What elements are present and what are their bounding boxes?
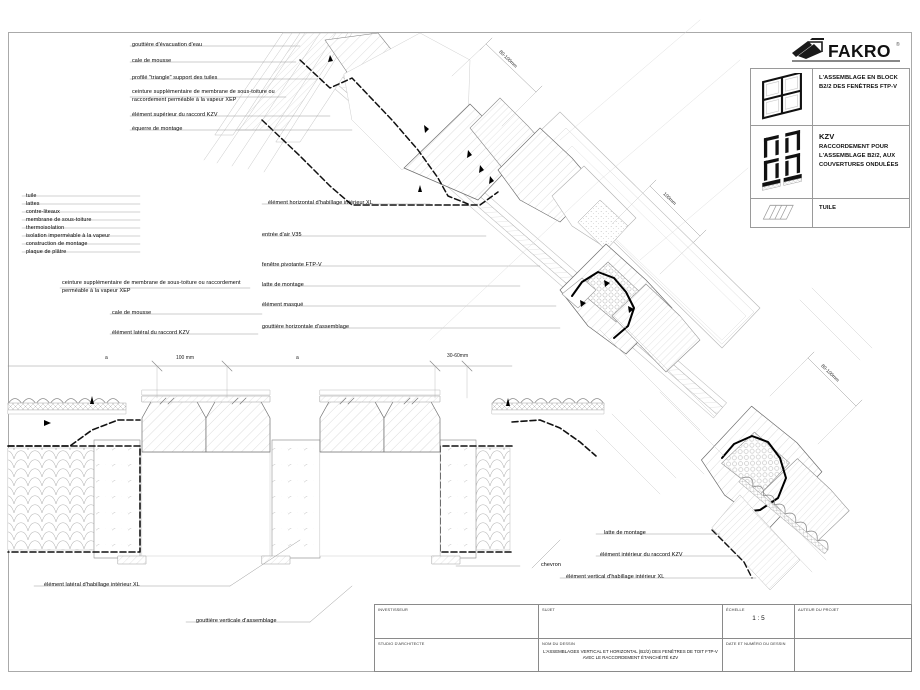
dimension-100mm: 100 mm: [176, 355, 195, 361]
dimension-a-right: a: [296, 355, 299, 361]
fakro-logo: FAKRO ®: [788, 36, 904, 62]
caption-nom-dessin: NOM DU DESSIN: [542, 640, 575, 646]
callout-entree-air-v35: entrée d'air V35: [262, 232, 302, 238]
caption-studio: STUDIO D'ARCHITECTE: [378, 640, 425, 646]
materials-legend-item-isolation-vapeur: isolation imperméable à la vapeur: [26, 233, 111, 239]
caption-sujet: SUJET: [542, 607, 555, 612]
callout-element-interieur-kzv: élément intérieur du raccord KZV: [600, 552, 683, 558]
key-label-tuile: TUILE: [819, 205, 837, 211]
title-block-cell-nom-dessin: NOM DU DESSIN L'ASSEMBLAGES VERTICAL ET …: [539, 638, 723, 671]
dimension-30-60mm: 30-60mm: [447, 353, 469, 359]
key-title-kzv: KZV: [819, 132, 835, 141]
caption-investisseur: INVESTISSEUR: [378, 607, 408, 612]
callout-ceinture-membrane-top: ceinture supplémentaire de membrane de s…: [132, 89, 275, 104]
materials-legend-item-lattes: lattes: [26, 201, 40, 207]
caption-echelle: ÉCHELLE: [726, 607, 745, 612]
key-text-tuile: TUILE: [813, 199, 909, 227]
callout-equerre-de-montage: équerre de montage: [132, 126, 183, 132]
registered-mark: ®: [896, 41, 900, 48]
key-text-assemblage: L'ASSEMBLAGE EN BLOCK B2/2 DES FENÈTRES …: [813, 69, 909, 125]
caption-date-numero: DATE ET NUMÉRO DU DESSIN: [726, 640, 786, 646]
callout-element-lateral-habillage: élément latéral d'habillage intérieur XL: [44, 582, 140, 588]
key-label-kzv: RACCORDEMENT POUR L'ASSEMBLAGE B2/2, AUX…: [819, 144, 899, 168]
materials-legend-item-membrane: membrane de sous-toiture: [26, 217, 92, 223]
materials-legend-item-contre-liteaux: contre-liteaux: [26, 209, 60, 215]
callout-element-horizontal-habillage: élément horizontal d'habillage intérieur…: [268, 200, 373, 206]
materials-legend-item-tuile: tuile: [26, 193, 37, 199]
value-echelle: 1 : 5: [752, 615, 765, 622]
callout-latte-de-montage-center: latte de montage: [262, 282, 304, 288]
callout-chevron: chevron: [541, 562, 561, 568]
title-block-cell-studio: STUDIO D'ARCHITECTE: [375, 638, 539, 671]
key-row-kzv: KZV RACCORDEMENT POUR L'ASSEMBLAGE B2/2,…: [751, 126, 909, 199]
tuile-tile-icon: [751, 199, 813, 227]
fakro-roof-window-mark-icon: [792, 38, 824, 59]
title-block-cell-date: DATE ET NUMÉRO DU DESSIN: [723, 638, 795, 671]
svg-text:FAKRO: FAKRO: [828, 41, 891, 61]
title-block-row-top: INVESTISSEUR SUJET ÉCHELLE 1 : 5 AUTEUR …: [375, 605, 911, 639]
callout-element-masque: élément masqué: [262, 302, 304, 308]
callout-element-superieur-kzv: élément supérieur du raccord KZV: [132, 112, 218, 118]
value-nom-dessin: L'ASSEMBLAGES VERTICAL ET HORIZONTAL (B2…: [543, 648, 718, 660]
callout-fenetre-pivotante: fenêtre pivotante FTP-V: [262, 262, 322, 268]
title-block-cell-empty: [795, 639, 911, 672]
title-block-cell-echelle: ÉCHELLE 1 : 5: [723, 605, 795, 638]
callout-latte-de-montage-bottom: latte de montage: [604, 530, 646, 536]
callout-gouttiere-horizontale: gouttière horizontale d'assemblage: [262, 324, 350, 330]
caption-auteur: AUTEUR DU PROJET: [798, 607, 839, 612]
callout-ceinture-membrane-mid: ceinture supplémentaire de membrane de s…: [62, 280, 241, 295]
kzv-flashing-icon: [751, 126, 813, 198]
key-row-tuile: TUILE: [751, 199, 909, 227]
key-text-kzv: KZV RACCORDEMENT POUR L'ASSEMBLAGE B2/2,…: [813, 126, 909, 198]
callout-gouttiere-evacuation: gouttière d'évacuation d'eau: [132, 42, 203, 48]
title-block: INVESTISSEUR SUJET ÉCHELLE 1 : 5 AUTEUR …: [374, 604, 912, 672]
callout-cale-de-mousse-top: cale de mousse: [132, 58, 172, 64]
product-key-box: L'ASSEMBLAGE EN BLOCK B2/2 DES FENÈTRES …: [750, 68, 910, 228]
callout-element-lateral-kzv: élément latéral du raccord KZV: [112, 330, 190, 336]
callout-profile-triangle: profilé "triangle" support des tuiles: [132, 75, 218, 81]
title-block-cell-investisseur: INVESTISSEUR: [375, 605, 539, 638]
key-label-assemblage: L'ASSEMBLAGE EN BLOCK B2/2 DES FENÈTRES …: [819, 75, 898, 90]
title-block-cell-auteur: AUTEUR DU PROJET: [795, 605, 911, 638]
callout-element-vertical-habillage: élément vertical d'habillage intérieur X…: [566, 574, 665, 580]
materials-legend-item-construction: construction de montage: [26, 241, 88, 247]
callout-gouttiere-verticale: gouttière verticale d'assemblage: [196, 618, 277, 624]
key-row-assemblage: L'ASSEMBLAGE EN BLOCK B2/2 DES FENÈTRES …: [751, 69, 909, 126]
roof-window-block-b22-icon: [751, 69, 813, 125]
callout-cale-de-mousse-mid: cale de mousse: [112, 310, 152, 316]
materials-legend-item-thermoisolation: thermoisolation: [26, 225, 65, 231]
materials-legend-item-plaque-platre: plaque de plâtre: [26, 249, 67, 255]
dimension-a-left: a: [105, 355, 108, 361]
title-block-row-bottom: STUDIO D'ARCHITECTE NOM DU DESSIN L'ASSE…: [375, 638, 911, 672]
title-block-cell-sujet: SUJET: [539, 605, 723, 638]
